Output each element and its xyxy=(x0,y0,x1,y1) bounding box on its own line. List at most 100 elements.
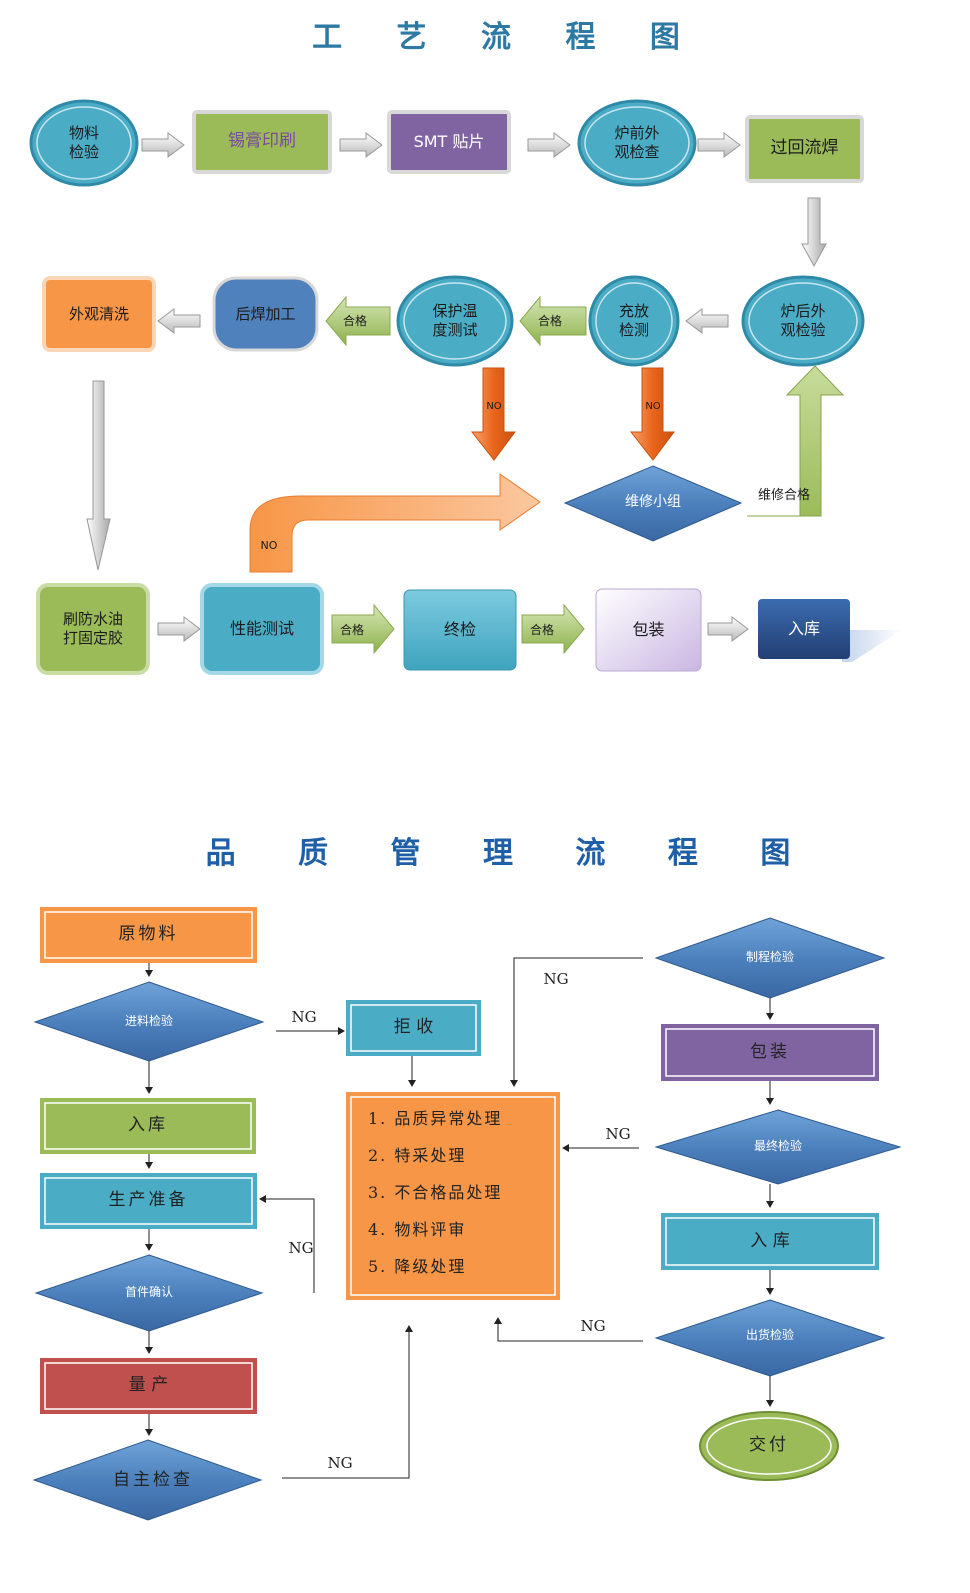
arrowheads xyxy=(145,970,774,1436)
post-weld-node xyxy=(212,276,319,352)
charge-test-label: 充放 检测 xyxy=(618,302,649,339)
handling-box xyxy=(346,1092,560,1300)
temp-test-label: 保护温 度测试 xyxy=(432,302,478,339)
final-check-node xyxy=(403,589,517,671)
post-furnace-label: 炉后外 观检验 xyxy=(780,302,826,339)
smt-node xyxy=(387,110,511,174)
arrow-2 xyxy=(339,132,383,158)
arrow-back-1 xyxy=(685,308,729,334)
pass-label-4: 合格 xyxy=(529,622,554,637)
ng-label-shipping: NG xyxy=(580,1317,606,1335)
ng-label-prep: NG xyxy=(288,1239,314,1257)
pre-furnace-node xyxy=(577,99,697,187)
self-check-label: 自主检查 xyxy=(113,1469,193,1490)
perf-test-label: 性能测试 xyxy=(229,619,294,638)
handling-item: 2. 特采处理 xyxy=(368,1146,467,1165)
arrow-repair-pass xyxy=(747,365,845,517)
process-flow-title: 工 艺 流 程 图 xyxy=(312,20,702,55)
handling-item: 3. 不合格品处理 xyxy=(368,1183,503,1202)
final-check-q-label: 最终检验 xyxy=(753,1138,802,1153)
warehouse-shadow xyxy=(842,630,902,662)
handling-item: 1. 品质异常处理 xyxy=(368,1109,503,1128)
arrow-pass-2 xyxy=(325,295,391,347)
final-check-label: 终检 xyxy=(443,620,476,639)
ng-label-self: NG xyxy=(327,1454,353,1472)
q-warehouse-label: 入 库 xyxy=(750,1230,790,1251)
arrow-back-2 xyxy=(157,308,201,334)
coating-label: 刷防水油 打固定胶 xyxy=(62,610,123,647)
self-check-node xyxy=(32,1439,263,1521)
material-check-node xyxy=(29,99,139,187)
packing-node xyxy=(595,588,702,672)
delivery-node xyxy=(699,1411,839,1481)
q-warehouse-node xyxy=(661,1213,879,1270)
no-label-3: NO xyxy=(260,539,278,553)
raw-material-label: 原物料 xyxy=(118,924,179,945)
wash-label: 外观清洗 xyxy=(68,304,129,323)
prep-node xyxy=(40,1173,257,1229)
wash-node xyxy=(42,276,156,352)
reflow-label: 过回流焊 xyxy=(770,138,839,159)
no-label-1: NO xyxy=(486,401,502,412)
process-check-label: 制程检验 xyxy=(745,949,794,964)
arrow-no-2 xyxy=(629,367,675,461)
mass-production-label: 量 产 xyxy=(128,1375,169,1396)
handling-item: 5. 降级处理 xyxy=(368,1257,467,1276)
arrow-3 xyxy=(527,132,571,158)
arrow-down-reflow xyxy=(801,197,827,268)
arrow-pass-4 xyxy=(521,603,585,655)
arrow-pass-1 xyxy=(519,295,587,347)
repair-pass-label: 维修合格 xyxy=(757,488,810,504)
no-label-2: NO xyxy=(645,401,661,412)
ng-label-final: NG xyxy=(605,1125,631,1143)
smt-label: SMT 贴片 xyxy=(413,132,485,151)
perf-test-node xyxy=(200,583,324,675)
reject-label: 拒 收 xyxy=(393,1017,434,1038)
ng-label-reject: NG xyxy=(291,1008,317,1026)
warehouse-node xyxy=(758,599,850,659)
paste-print-label: 锡膏印刷 xyxy=(228,131,296,152)
temp-test-node xyxy=(396,275,514,367)
arrow-down-long xyxy=(86,380,111,571)
charge-test-node xyxy=(588,275,680,367)
arrow-no-curve xyxy=(249,473,541,573)
post-weld-label: 后焊加工 xyxy=(235,304,296,323)
prep-label: 生产准备 xyxy=(108,1190,189,1211)
arrow-4 xyxy=(697,132,741,158)
coating-node xyxy=(36,583,150,675)
stock-in-label: 入库 xyxy=(128,1115,168,1136)
q-packing-node xyxy=(661,1024,879,1081)
stock-in-node xyxy=(40,1098,256,1154)
q-packing-label: 包装 xyxy=(750,1041,790,1062)
paste-print-node xyxy=(192,110,332,174)
raw-material-node xyxy=(40,907,257,963)
handling-list: 1. 品质异常处理 2. 特采处理 3. 不合格品处理 4. 物料评审 5. 降… xyxy=(346,1092,560,1300)
pass-label-1: 合格 xyxy=(537,313,562,328)
shipping-check-label: 出货检验 xyxy=(745,1327,794,1342)
arrow-no-1 xyxy=(470,367,516,461)
repair-team-node xyxy=(563,465,743,542)
pre-furnace-label: 炉前外 观检查 xyxy=(614,124,660,161)
material-check-label: 物料 检验 xyxy=(68,124,99,161)
reject-node xyxy=(346,1000,481,1056)
reflow-node xyxy=(745,115,864,183)
arrow-pass-3 xyxy=(331,603,395,655)
arrow-6 xyxy=(707,616,749,642)
packing-label: 包装 xyxy=(632,620,665,639)
quality-flow-title: 品 质 管 理 流 程 图 xyxy=(205,836,817,871)
arrow-1 xyxy=(141,132,185,158)
arrow-5 xyxy=(157,616,201,642)
pass-label-3: 合格 xyxy=(339,622,364,637)
post-furnace-node xyxy=(741,275,865,367)
mass-production-node xyxy=(40,1358,257,1414)
pass-label-2: 合格 xyxy=(342,313,367,328)
delivery-label: 交付 xyxy=(749,1435,789,1456)
ng-label-process: NG xyxy=(543,970,569,988)
final-check-q-node xyxy=(654,1109,902,1185)
incoming-check-label: 进料检验 xyxy=(124,1013,173,1028)
handling-item: 4. 物料评审 xyxy=(368,1220,467,1239)
repair-team-label: 维修小组 xyxy=(625,493,681,510)
first-article-label: 首件确认 xyxy=(124,1284,173,1299)
warehouse-label: 入库 xyxy=(787,619,820,638)
